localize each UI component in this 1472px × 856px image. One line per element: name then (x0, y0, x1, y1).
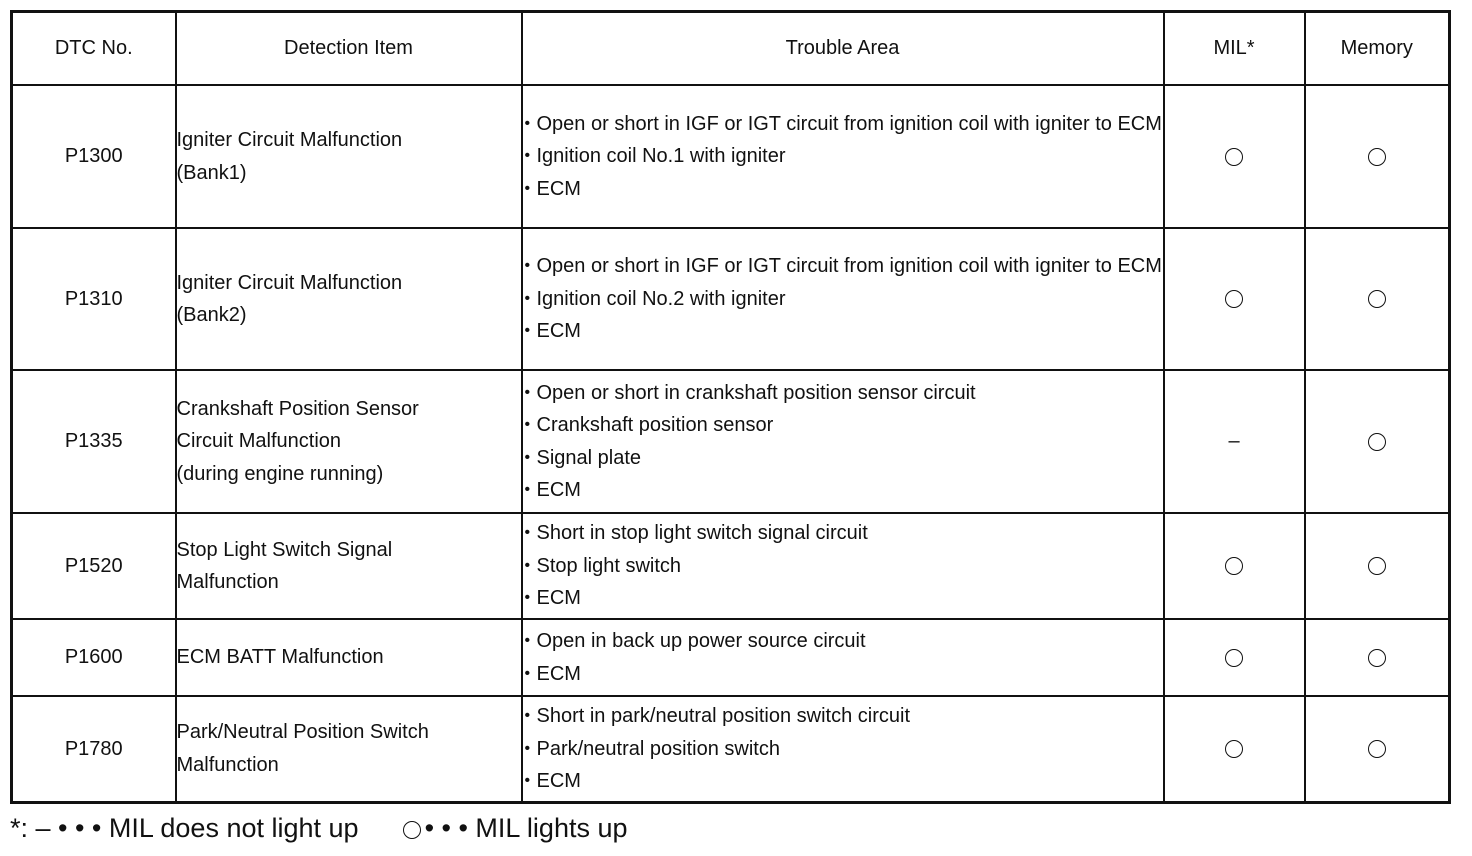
circle-icon (1225, 557, 1243, 576)
trouble-area-item: Short in stop light switch signal circui… (523, 517, 1163, 550)
circle-icon (1367, 740, 1386, 759)
trouble-area-list: Open or short in IGF or IGT circuit from… (523, 108, 1163, 206)
circle-icon (402, 820, 421, 839)
detection-item-line: Igniter Circuit Malfunction (176, 271, 403, 294)
circle-icon (1225, 147, 1243, 166)
trouble-area-item: ECM (523, 474, 1163, 507)
memory-cell (1303, 618, 1451, 697)
detection-item-line: (Bank1) (176, 161, 247, 184)
mil-cell: – (1162, 369, 1306, 514)
trouble-area: Short in stop light switch signal circui… (520, 512, 1165, 620)
dtc-code: P1780 (10, 695, 177, 803)
trouble-area-item: Open or short in IGF or IGT circuit from… (523, 108, 1163, 141)
footnote: *: – • • • MIL does not light up • • • MI… (10, 810, 628, 846)
dtc-code: P1600 (10, 618, 177, 697)
trouble-area-item: Ignition coil No.1 with igniter (523, 140, 1163, 173)
header-mil: MIL* (1162, 10, 1306, 86)
trouble-area-item: Signal plate (523, 442, 1163, 475)
trouble-area-list: Open or short in crankshaft position sen… (523, 377, 1163, 507)
memory-cell (1303, 84, 1451, 229)
header-detection-item: Detection Item (174, 10, 523, 86)
mil-cell (1162, 227, 1306, 371)
detection-item-line: Circuit Malfunction (176, 430, 342, 453)
detection-item-line: Park/Neutral Position Switch (176, 721, 429, 744)
trouble-area-list: Short in park/neutral position switch ci… (523, 700, 1163, 798)
circle-icon (1367, 290, 1386, 309)
detection-item-line: ECM BATT Malfunction (176, 646, 384, 669)
detection-item: Igniter Circuit Malfunction (Bank2) (174, 227, 523, 371)
trouble-area: Open in back up power source circuitECM (520, 618, 1165, 697)
dtc-code: P1520 (10, 512, 177, 620)
header-trouble-area: Trouble Area (520, 10, 1165, 86)
trouble-area: Open or short in IGF or IGT circuit from… (520, 227, 1165, 371)
circle-icon (1225, 740, 1243, 759)
trouble-area-item: Short in park/neutral position switch ci… (523, 700, 1163, 733)
footnote-no-light: *: – • • • MIL does not light up (10, 813, 359, 843)
mil-cell (1162, 618, 1306, 697)
trouble-area-item: Stop light switch (523, 550, 1163, 583)
detection-item-line: Igniter Circuit Malfunction (176, 129, 403, 151)
memory-cell (1303, 695, 1451, 803)
trouble-area-item: ECM (523, 765, 1163, 798)
circle-icon (1225, 648, 1243, 667)
circle-icon (1367, 557, 1386, 576)
trouble-area: Open or short in IGF or IGT circuit from… (520, 84, 1165, 229)
trouble-area-item: ECM (523, 582, 1163, 615)
circle-icon (1367, 648, 1386, 667)
circle-icon (1225, 290, 1243, 309)
trouble-area-item: Crankshaft position sensor (523, 409, 1163, 442)
trouble-area-item: ECM (523, 173, 1163, 206)
detection-item-line: (during engine running) (176, 462, 384, 485)
memory-cell (1303, 227, 1451, 371)
detection-item-line: Stop Light Switch Signal (176, 538, 393, 561)
footnote-lights-up: • • • MIL lights up (424, 813, 628, 843)
trouble-area-item: Park/neutral position switch (523, 733, 1163, 766)
mil-cell (1162, 84, 1306, 229)
dtc-table: DTC No. Detection Item Trouble Area MIL*… (10, 10, 1451, 804)
dash-icon: – (1228, 430, 1240, 453)
circle-icon (1367, 147, 1386, 166)
detection-item-line: Malfunction (176, 753, 279, 776)
mil-cell (1162, 512, 1306, 620)
trouble-area-item: ECM (523, 315, 1163, 348)
trouble-area: Open or short in crankshaft position sen… (520, 369, 1165, 514)
trouble-area-item: Ignition coil No.2 with igniter (523, 283, 1163, 316)
header-dtc-no: DTC No. (10, 10, 177, 86)
mil-cell (1162, 695, 1306, 803)
circle-icon (1367, 432, 1386, 451)
detection-item-line: Malfunction (176, 571, 279, 593)
memory-cell (1303, 369, 1451, 514)
dtc-code: P1300 (10, 84, 177, 229)
header-row: DTC No. Detection Item Trouble Area MIL*… (10, 10, 1451, 86)
dtc-code: P1310 (10, 227, 177, 371)
memory-cell (1303, 512, 1451, 620)
trouble-area-list: Open or short in IGF or IGT circuit from… (523, 250, 1163, 348)
trouble-area: Short in park/neutral position switch ci… (520, 695, 1165, 803)
detection-item-line: (Bank2) (176, 304, 247, 326)
header-memory: Memory (1303, 10, 1451, 86)
detection-item-line: Crankshaft Position Sensor (176, 397, 419, 420)
detection-item: Igniter Circuit Malfunction (Bank1) (174, 84, 523, 229)
trouble-area-item: Open in back up power source circuit (523, 625, 1163, 658)
trouble-area-list: Short in stop light switch signal circui… (523, 517, 1163, 615)
trouble-area-item: Open or short in crankshaft position sen… (523, 377, 1163, 410)
trouble-area-item: Open or short in IGF or IGT circuit from… (523, 250, 1163, 283)
trouble-area-item: ECM (523, 658, 1163, 691)
dtc-code: P1335 (10, 369, 177, 514)
trouble-area-list: Open in back up power source circuitECM (523, 625, 1163, 690)
detection-item: ECM BATT Malfunction (174, 618, 523, 697)
